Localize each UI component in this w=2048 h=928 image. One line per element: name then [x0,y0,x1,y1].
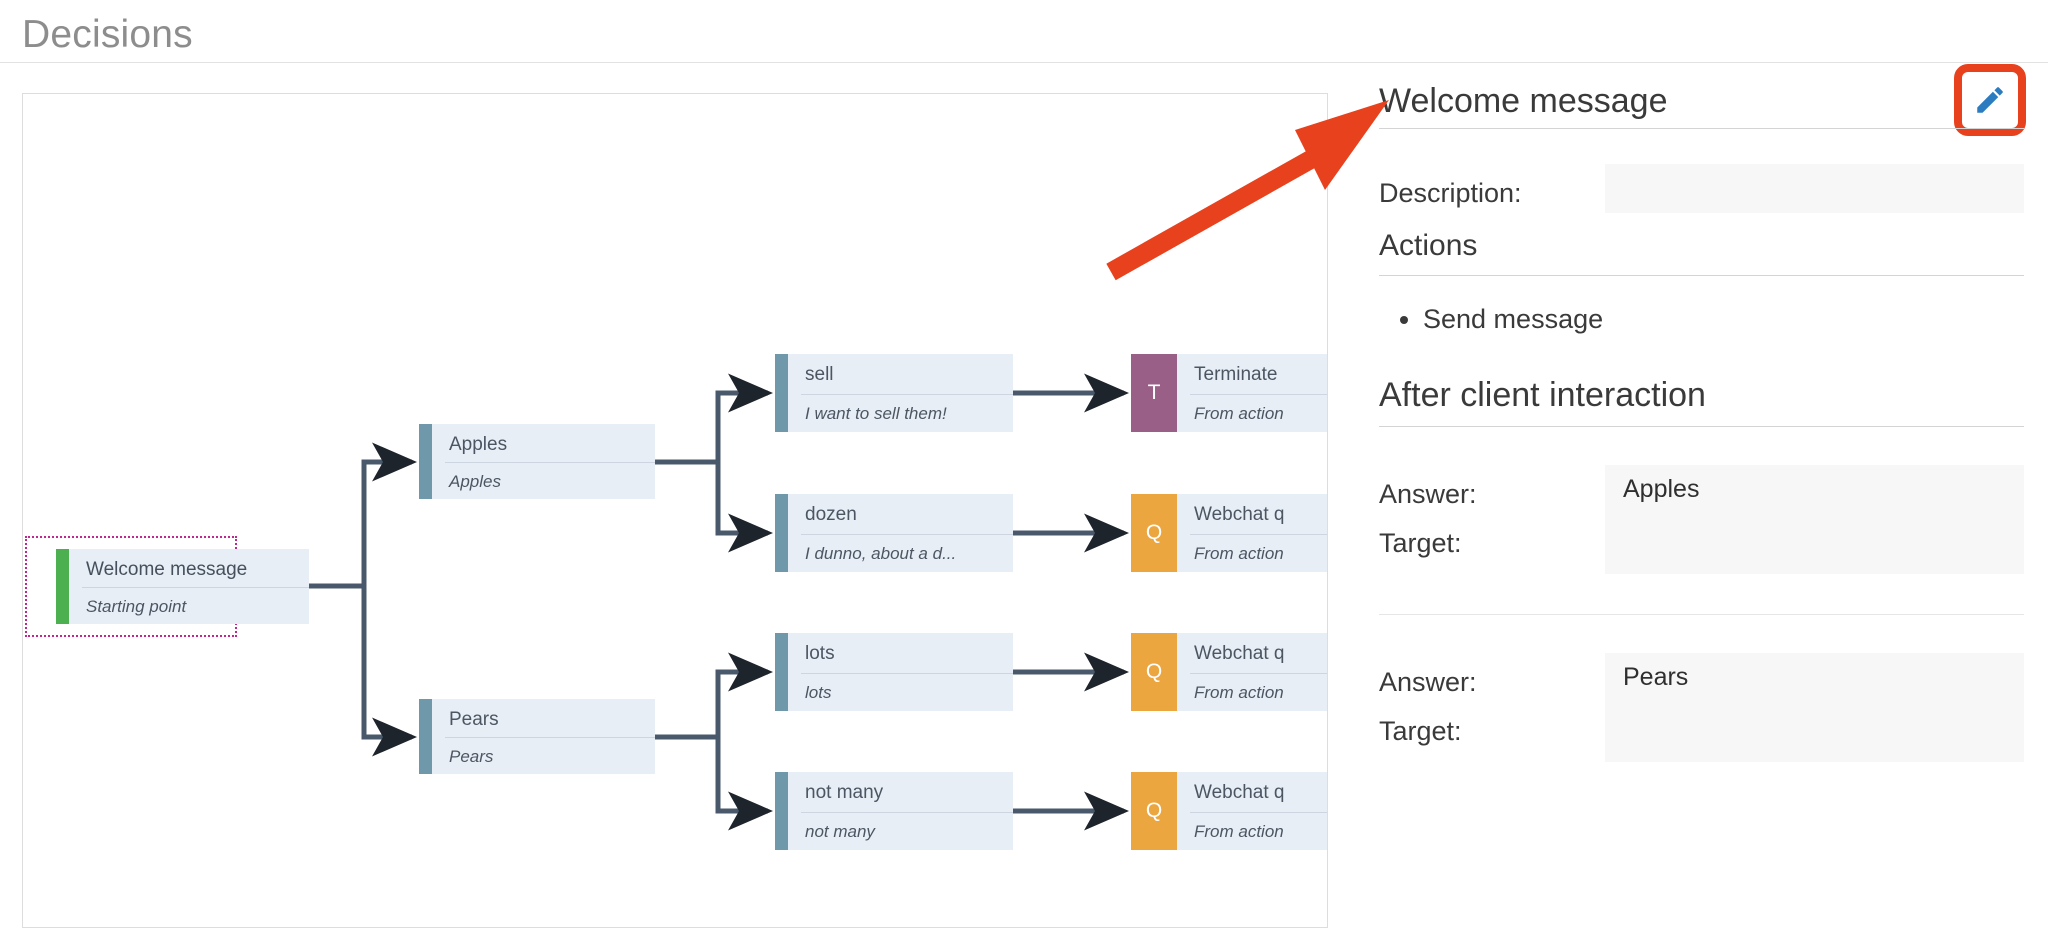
after-interaction-divider [1379,426,2024,427]
node-body: sell I want to sell them! [788,354,1013,432]
node-title: Webchat q [1190,494,1327,535]
node-title: not many [801,772,1013,813]
node-subtitle: lots [805,683,832,702]
target-input-0[interactable] [1605,514,2024,574]
target-label-1-row: Target: [1379,702,2024,762]
details-panel: Welcome message Description: Actions Sen… [1106,64,2026,928]
answer-label-0: Answer: [1379,479,1477,509]
node-badge-terminate: T [1131,354,1177,432]
flow-node-webchat1[interactable]: Q Webchat q From action [1131,494,1327,572]
node-accent-bar [419,699,432,774]
description-label: Description: [1379,178,1522,208]
node-subtitle: I want to sell them! [805,404,947,423]
answer-input-1[interactable]: Pears [1605,653,2024,702]
after-interaction-section: After client interaction [1379,376,2024,427]
node-accent-bar [775,633,788,711]
node-accent-bar [775,772,788,850]
target-input-1[interactable] [1605,702,2024,762]
node-title: Pears [445,699,655,739]
answer-input-0[interactable]: Apples [1605,465,2024,514]
node-badge-webchat1: Q [1131,494,1177,572]
flow-node-notmany[interactable]: not many not many [775,772,1013,850]
node-subtitle: I dunno, about a d... [805,544,957,563]
node-accent-bar [775,494,788,572]
actions-divider [1379,275,2024,276]
flow-node-dozen[interactable]: dozen I dunno, about a d... [775,494,1013,572]
node-accent-bar [56,549,69,624]
node-badge-webchat3: Q [1131,772,1177,850]
node-body: lots lots [788,633,1013,711]
flow-node-lots[interactable]: lots lots [775,633,1013,711]
node-title: dozen [801,494,1013,535]
flow-node-webchat2[interactable]: Q Webchat q From action [1131,633,1327,711]
after-interaction-title: After client interaction [1379,376,1706,414]
branch-divider [1379,614,2024,615]
node-subtitle: From action [1194,683,1284,702]
node-accent-bar [775,354,788,432]
page-title: Decisions [22,13,193,56]
answer-label-0-row: Answer: Apples [1379,465,2024,514]
panel-title: Welcome message [1379,82,1668,120]
target-label-0: Target: [1379,528,1462,558]
target-label-0-row: Target: [1379,514,2024,574]
node-body: Webchat q From action [1177,494,1327,572]
flow-node-sell[interactable]: sell I want to sell them! [775,354,1013,432]
pencil-icon [1977,87,2003,113]
actions-title: Actions [1379,229,1478,262]
node-subtitle: Pears [449,747,494,767]
flow-node-webchat3[interactable]: Q Webchat q From action [1131,772,1327,850]
action-item[interactable]: Send message [1423,298,2024,340]
node-body: Webchat q From action [1177,633,1327,711]
actions-list: Send message [1379,298,2024,340]
flow-edges [309,373,1129,831]
panel-header: Welcome message [1106,64,2026,281]
edit-button[interactable] [1962,72,2018,128]
description-input[interactable] [1605,164,2024,213]
node-title: Welcome message [82,549,309,589]
node-title: Webchat q [1190,633,1327,674]
title-divider [0,62,2048,63]
node-badge-webchat2: Q [1131,633,1177,711]
node-title: sell [801,354,1013,395]
node-body: Webchat q From action [1177,772,1327,850]
node-subtitle: not many [805,822,875,841]
node-title: Terminate [1190,354,1327,395]
node-body: dozen I dunno, about a d... [788,494,1013,572]
answer-label-1-row: Answer: Pears [1379,653,2024,702]
node-subtitle: From action [1194,544,1284,563]
answer-label-1: Answer: [1379,667,1477,697]
actions-section: Actions Send message [1379,227,2024,340]
node-body: not many not many [788,772,1013,850]
node-subtitle: From action [1194,404,1284,423]
node-title: Webchat q [1190,772,1327,813]
description-row: Description: [1379,164,2024,213]
node-title: lots [801,633,1013,674]
node-accent-bar [419,424,432,499]
node-subtitle: From action [1194,822,1284,841]
node-subtitle: Starting point [86,597,187,617]
panel-title-divider [1379,128,2024,129]
node-title: Apples [445,424,655,464]
target-label-1: Target: [1379,716,1462,746]
node-subtitle: Apples [449,472,501,492]
